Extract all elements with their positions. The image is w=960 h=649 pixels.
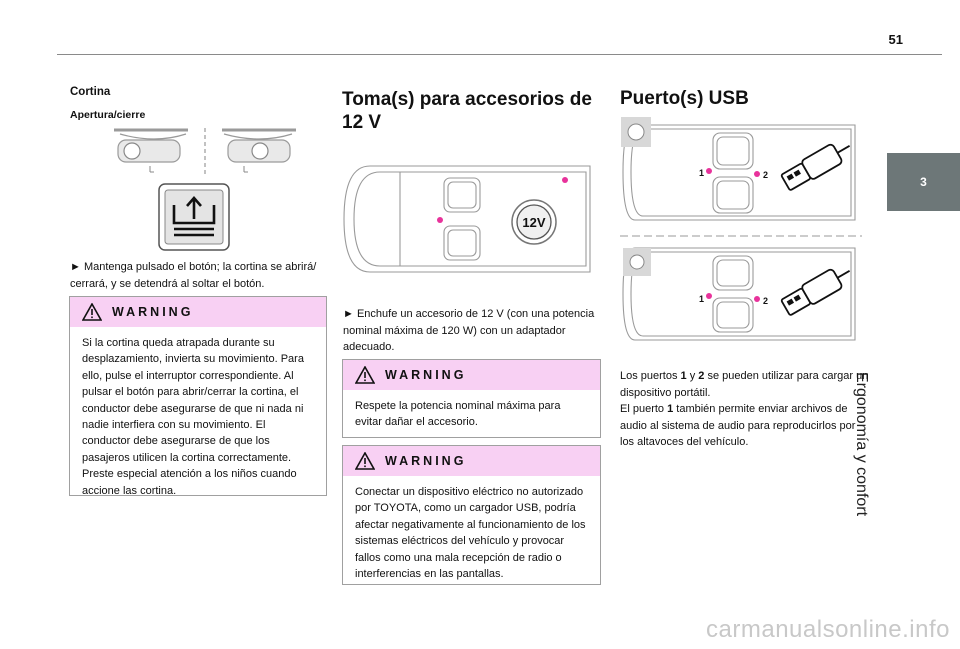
usb-description: Los puertos 1 y 2 se pueden utilizar par… bbox=[620, 370, 869, 448]
header-rule bbox=[57, 54, 942, 55]
curtain-illustration bbox=[114, 128, 296, 176]
socket-location-dot-1 bbox=[562, 177, 568, 183]
usb-port-1-label: 1 bbox=[699, 294, 704, 304]
usb-heading: Puerto(s) USB bbox=[620, 88, 749, 109]
accessory-socket-heading: Toma(s) para accesorios de 12 V bbox=[342, 89, 592, 133]
usb-ports-illustration-top: 1 2 bbox=[621, 117, 856, 221]
bullet-arrow-icon: ► bbox=[343, 308, 354, 320]
section-divider bbox=[620, 235, 862, 237]
usb-plug-icon bbox=[780, 268, 851, 316]
warning-text: Conectar un dispositivo eléctrico no aut… bbox=[355, 486, 586, 581]
socket-warning-2: WARNING Conectar un dispositivo eléctric… bbox=[342, 445, 601, 585]
socket-location-dot-2 bbox=[437, 217, 443, 223]
curtain-instruction: ► Mantenga pulsado el botón; la cortina … bbox=[70, 259, 322, 292]
watermark: carmanualsonline.info bbox=[706, 616, 950, 643]
warning-text: Respete la potencia nominal máxima para … bbox=[355, 400, 561, 429]
usb-port-2-dot bbox=[754, 296, 760, 302]
bullet-arrow-icon: ► bbox=[70, 261, 81, 273]
warning-triangle-icon bbox=[355, 452, 375, 470]
socket-12v-label: 12V bbox=[522, 215, 545, 230]
chapter-tab[interactable]: 3 bbox=[887, 153, 960, 211]
warning-title: WARNING bbox=[112, 305, 194, 319]
warning-text: Si la cortina queda atrapada durante su … bbox=[82, 337, 304, 497]
curtain-subheading: Apertura/cierre bbox=[70, 109, 146, 121]
usb-ports-illustration-bottom: 1 2 bbox=[622, 247, 856, 341]
curtain-heading: Cortina bbox=[70, 86, 111, 98]
page-number: 51 bbox=[888, 32, 903, 47]
usb-port-2-label: 2 bbox=[763, 296, 768, 306]
usb-port-2-label: 2 bbox=[763, 170, 768, 180]
curtain-instruction-text: Mantenga pulsado el botón; la cortina se… bbox=[70, 261, 317, 290]
usb-port-1-dot bbox=[706, 168, 712, 174]
curtain-button-icon bbox=[158, 183, 230, 251]
warning-triangle-icon bbox=[82, 303, 102, 321]
socket-warning-1: WARNING Respete la potencia nominal máxi… bbox=[342, 359, 601, 438]
accessory-socket-instruction: ► Enchufe un accesorio de 12 V (con una … bbox=[343, 306, 600, 356]
curtain-warning: WARNING Si la cortina queda atrapada dur… bbox=[69, 296, 327, 497]
warning-header: WARNING bbox=[70, 297, 326, 327]
accessory-socket-instruction-text: Enchufe un accesorio de 12 V (con una po… bbox=[343, 308, 595, 353]
usb-plug-icon bbox=[780, 143, 851, 191]
van-topview-12v-illustration: 12V bbox=[343, 165, 591, 273]
usb-port-1-label: 1 bbox=[699, 168, 704, 178]
warning-title: WARNING bbox=[385, 454, 467, 468]
usb-port-1-dot bbox=[706, 293, 712, 299]
usb-port-2-dot bbox=[754, 171, 760, 177]
warning-triangle-icon bbox=[355, 366, 375, 384]
warning-title: WARNING bbox=[385, 368, 467, 382]
